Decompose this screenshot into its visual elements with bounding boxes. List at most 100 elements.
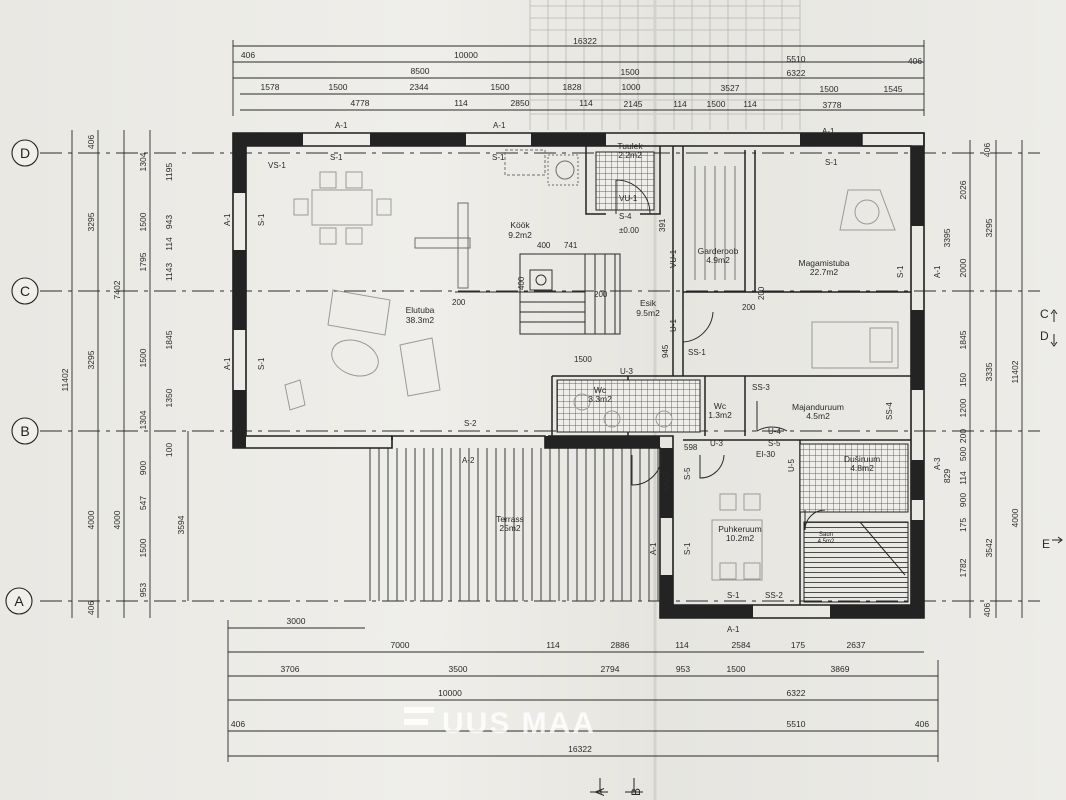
room-majanduruum-name: Majanduruum (792, 402, 844, 412)
dim-right-c1-2: 2000 (958, 258, 968, 277)
right-dimension-text: 406 2026 2000 1845 150 1200 200 500 114 … (942, 143, 1020, 617)
label-a1-bottom-left: A-1 (649, 542, 658, 555)
dim-200a: 200 (452, 298, 466, 307)
dim-left-c4-5: 1845 (164, 330, 174, 349)
dim-left-c3-3: 1500 (138, 212, 148, 231)
dim-right-total: 11402 (1010, 360, 1020, 383)
left-dimension-text: 11402 3295 3295 4000 7402 4000 406 1304 … (60, 135, 186, 615)
label-el: EI-30 (756, 450, 776, 459)
dim-bottom-r5-0: 16322 (568, 744, 592, 754)
dim-200b: 200 (594, 290, 608, 299)
staircase (455, 253, 621, 335)
dim-bottom-r4-2: 406 (915, 719, 929, 729)
inner-dimensions: 400 741 391 200 200 200 200 400 1500 945… (452, 218, 766, 452)
label-a1-top-right: A-1 (822, 127, 835, 136)
room-tuuletus-area: 2.2m2 (618, 150, 642, 160)
room-kook-name: Köök (510, 220, 530, 230)
dim-bottom-r4-0: 406 (231, 719, 245, 729)
dim-left-c3-11: 406 (86, 601, 96, 615)
dim-200d: 200 (757, 286, 766, 300)
dim-bottom-r2-4: 1500 (727, 664, 746, 674)
dim-bottom-r2-1: 3500 (449, 664, 468, 674)
dim-741: 741 (564, 241, 578, 250)
dim-right-c1-8: 114 (958, 471, 968, 485)
room-wc1-area: 3.3m2 (588, 394, 612, 404)
label-u4: U-4 (768, 427, 781, 436)
wall-type-labels: A-1 A-1 A-1 S-1 S-1 S-1 VS-1 S-4 VU-1 ±0… (223, 121, 942, 634)
dim-left-c3-2: 1304 (138, 152, 148, 171)
dim-bottom-r1-4: 2584 (732, 640, 751, 650)
dim-bottom-r2-2: 2794 (601, 664, 620, 674)
dim-right-c1-12: 406 (982, 603, 992, 617)
dim-top-r1-0: 406 (241, 50, 255, 60)
dim-top-r1-2: 5510 (787, 54, 806, 64)
dim-left-c4-3: 114 (164, 237, 174, 251)
grid-axis-d-label: D (20, 145, 30, 161)
section-mark-a-bottom: A (593, 788, 607, 796)
room-wc2-name: Wc (714, 401, 727, 411)
right-dimension-lines (969, 140, 1023, 618)
label-s1-top-right: S-1 (825, 158, 838, 167)
sauna-bench-edge (859, 521, 906, 576)
bottom-dimension-text: 3000 7000 114 2886 114 2584 175 2637 370… (231, 616, 929, 754)
dim-400: 400 (537, 241, 551, 250)
room-saun-area: 4.5m2 (818, 539, 835, 545)
dim-left-c4-4: 1143 (164, 263, 174, 282)
label-u3-b: U-3 (710, 439, 723, 448)
label-ss2: SS-2 (765, 591, 783, 600)
dim-top-r2-0: 8500 (411, 66, 430, 76)
dim-1500: 1500 (574, 355, 592, 364)
room-wc2-area: 1.3m2 (708, 410, 732, 420)
sauna-benches (803, 521, 909, 603)
dim-left-c1-0: 3295 (86, 212, 96, 231)
dim-right-c1-11: 1782 (958, 558, 968, 577)
kitchen-fixtures (414, 149, 579, 291)
dim-bottom-r1-0: 7000 (391, 640, 410, 650)
dim-top-r4-2: 2850 (511, 98, 530, 108)
dim-left-c4-6: 1350 (164, 388, 174, 407)
dim-right-c3-2: 4000 (1010, 508, 1020, 527)
room-tuuletus-name: Tuulek (617, 141, 643, 151)
furniture (284, 166, 899, 581)
uus-maa-watermark: UUS MAA (404, 707, 594, 740)
dim-right-c2-3: 3542 (984, 538, 994, 557)
label-a2: A-2 (462, 456, 475, 465)
label-s5-a: S-5 (768, 439, 781, 448)
room-puhkeruum-name: Puhkeruum (718, 524, 761, 534)
label-s1-left-upper: S-1 (257, 213, 266, 226)
dim-left-c1-1: 3295 (86, 350, 96, 369)
dim-top-r3-1: 1500 (329, 82, 348, 92)
watermark-logo-bar-2 (404, 719, 428, 725)
dim-top-r3-7: 1500 (820, 84, 839, 94)
dim-right-c1-4: 150 (958, 373, 968, 387)
dim-top-r3-5: 1000 (622, 82, 641, 92)
label-s1-right: S-1 (896, 265, 905, 278)
dim-top-r4-1: 114 (454, 98, 468, 108)
dim-top-r2-2: 6322 (787, 68, 806, 78)
room-garderoob-name: Garderoob (698, 246, 739, 256)
dim-right-c1-1: 2026 (958, 180, 968, 199)
dim-391: 391 (658, 218, 667, 232)
label-s1-bottom: S-1 (727, 591, 740, 600)
dim-top-r3-2: 2344 (410, 82, 429, 92)
section-mark-e: E (1042, 537, 1050, 551)
label-u1: U-1 (669, 319, 678, 332)
dim-right-c1-3: 1845 (958, 330, 968, 349)
section-mark-b-bottom: B (629, 788, 643, 796)
room-terrass-area: 25m2 (499, 523, 521, 533)
grid-axis-markers (5, 139, 39, 615)
dim-top-r3-3: 1500 (491, 82, 510, 92)
dim-right-c3-0: 3295 (984, 218, 994, 237)
room-garderoob-area: 4.9m2 (706, 255, 730, 265)
label-s4: S-4 (619, 212, 632, 221)
dim-right-c1-6: 200 (958, 429, 968, 443)
dim-200c: 200 (742, 303, 756, 312)
room-dusiruum-area: 4.8m2 (850, 463, 874, 473)
dim-bottom-r2-0: 3706 (281, 664, 300, 674)
dim-left-c2-0: 7402 (112, 280, 122, 299)
dim-top-r3-6: 3527 (721, 83, 740, 93)
label-ss4: SS-4 (885, 402, 894, 420)
dim-bottom-r3-0: 10000 (438, 688, 462, 698)
